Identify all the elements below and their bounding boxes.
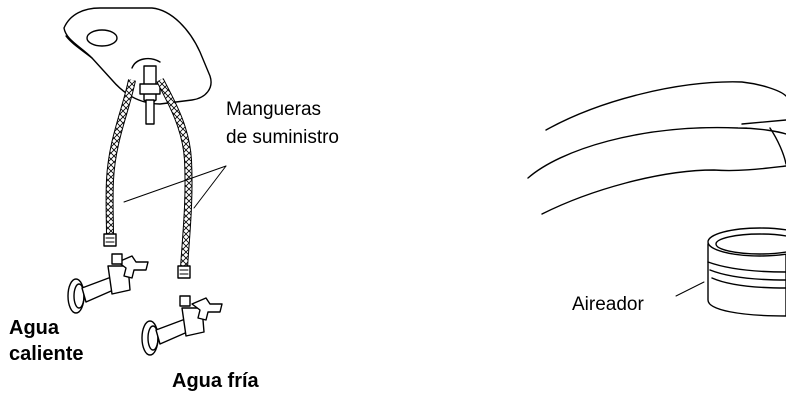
hot-water-label-line2: caliente bbox=[9, 343, 84, 365]
cold-shutoff-valve bbox=[141, 295, 223, 356]
aerator-label: Aireador bbox=[572, 294, 644, 315]
aerator-leader-line bbox=[675, 281, 705, 297]
aerator bbox=[707, 227, 786, 317]
cold-hose-nut bbox=[177, 265, 191, 279]
faucet-deck-plate bbox=[63, 7, 212, 105]
plate-hole bbox=[86, 29, 118, 47]
hot-hose-nut bbox=[103, 233, 117, 247]
hot-supply-hose bbox=[103, 79, 136, 247]
faucet-spout bbox=[527, 81, 786, 215]
hot-valve-handle bbox=[117, 255, 149, 279]
hot-water-label-line1: Agua bbox=[9, 317, 59, 339]
valve-body bbox=[139, 65, 161, 125]
cold-valve-handle bbox=[191, 297, 223, 321]
supply-hoses-label-line1: Mangueras bbox=[226, 99, 322, 120]
supply-hoses-label-line2: de suministro bbox=[226, 127, 339, 148]
cold-water-label: Agua fría bbox=[172, 370, 259, 392]
hot-shutoff-valve bbox=[67, 253, 149, 314]
cold-supply-hose bbox=[156, 78, 193, 279]
hose-leader-lines bbox=[123, 165, 227, 209]
